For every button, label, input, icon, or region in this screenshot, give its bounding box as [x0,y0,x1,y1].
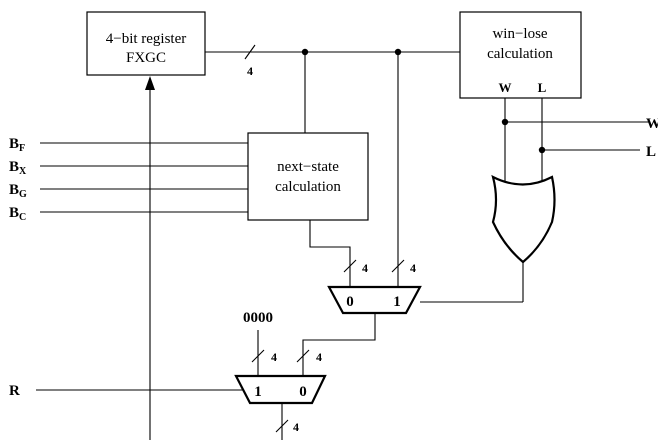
bus-width-label: 4 [410,261,416,275]
mux-lower [234,374,327,405]
output-l-label: L [646,144,656,160]
winlose-port-w: W [499,80,512,95]
constant-input: 0000 4 [243,310,277,376]
winlose-label-line1: win−lose [492,26,547,42]
winlose-outputs: W L [501,98,658,182]
bus-width-label: 4 [293,420,299,434]
or-gate [491,174,556,264]
register-output-bus: 4 [205,44,460,287]
register-input-wire [145,76,155,440]
mux-lower-output-bus: 4 [275,403,299,440]
mux-upper-input-1: 1 [393,294,401,310]
bus-width-label: 4 [316,350,322,364]
bus-width-label: 4 [271,350,277,364]
register-label-line1: 4−bit register [106,31,187,47]
bus-width-label: 4 [362,261,368,275]
input-bx-label: BX [9,159,27,177]
arrow-up-icon [145,76,155,90]
input-r-label: R [9,383,20,399]
junction-dot [301,48,309,56]
winlose-label-line2: calculation [487,46,553,62]
winlose-block [459,11,582,99]
nextstate-label-line2: calculation [275,179,341,195]
junction-dot [501,118,509,126]
bus-width-label: 4 [247,64,253,78]
mux-upper-input-0: 0 [346,294,354,310]
input-bf-label: BF [9,136,25,154]
output-w-label: W [646,116,658,132]
input-bg-label: BG [9,182,27,200]
input-bc-label: BC [9,205,26,223]
nextstate-output-bus: 4 4 [309,220,416,287]
nextstate-label-line1: next−state [277,159,339,175]
mux-lower-input-1: 1 [254,384,262,400]
mux-upper [327,285,422,315]
constant-0000-label: 0000 [243,310,273,326]
winlose-port-l: L [538,80,547,95]
nextstate-block [247,132,369,221]
register-label-line2: FXGC [126,50,166,66]
junction-dot [538,146,546,154]
register-block [86,11,206,76]
mux-upper-output-bus: 4 [296,313,376,376]
b-inputs: BF BX BG BC [9,136,248,223]
junction-dot [394,48,402,56]
mux-lower-input-0: 0 [299,384,307,400]
